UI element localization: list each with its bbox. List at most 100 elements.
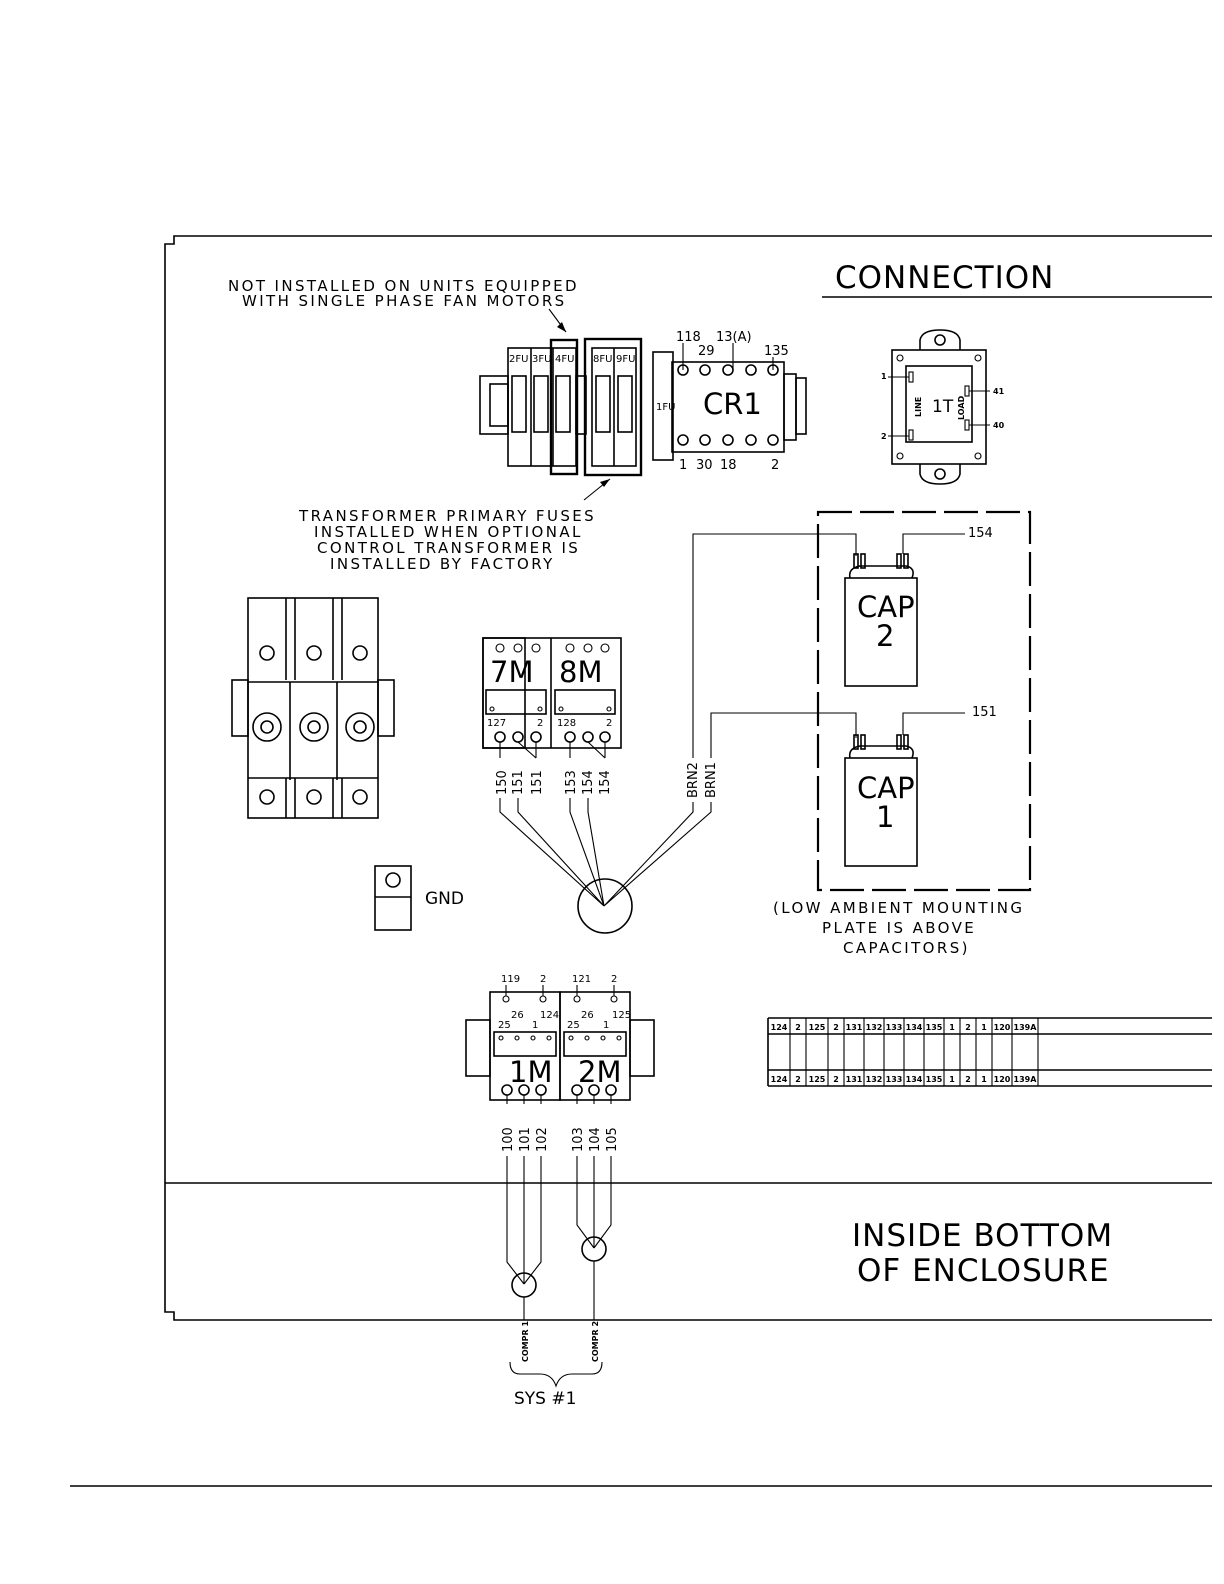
cr1-terminal-118: 118 xyxy=(676,330,701,345)
svg-text:150: 150 xyxy=(495,770,510,795)
svg-text:25: 25 xyxy=(567,1020,580,1031)
1t-pin-2: 2 xyxy=(881,432,887,441)
svg-text:26: 26 xyxy=(581,1010,594,1021)
fuse-label-4fu: 4FU xyxy=(555,354,574,365)
fuse-label-1fu: 1FU xyxy=(656,402,675,413)
1t-pin-40: 40 xyxy=(993,421,1005,430)
svg-text:INSTALLED WHEN OPTIONAL: INSTALLED WHEN OPTIONAL xyxy=(314,523,583,541)
cap1-label-line2: 1 xyxy=(876,800,894,834)
terminal-strip-label: 133 xyxy=(886,1075,903,1084)
svg-text:TRANSFORMER PRIMARY FUSES: TRANSFORMER PRIMARY FUSES xyxy=(298,507,596,525)
fan-wiring xyxy=(499,533,857,934)
cr1-bottom-terminal xyxy=(722,434,734,446)
terminal-strip-label: 134 xyxy=(906,1023,923,1032)
svg-text:153: 153 xyxy=(564,770,579,795)
contactor-8m-label: 8M xyxy=(559,655,602,689)
svg-text:128: 128 xyxy=(557,718,576,729)
cr1-terminal-135: 135 xyxy=(764,344,789,359)
fan-contactor-8m: 8M 128 2 xyxy=(482,637,622,749)
fuse-label-9fu: 9FU xyxy=(616,354,635,365)
terminal-strip-label: 124 xyxy=(771,1023,788,1032)
contactor-1m-label: 1M xyxy=(509,1055,552,1089)
svg-text:103: 103 xyxy=(571,1127,586,1152)
svg-text:2: 2 xyxy=(606,718,612,729)
svg-text:125: 125 xyxy=(612,1010,631,1021)
terminal-strip-label: 132 xyxy=(866,1075,883,1084)
terminal-strip-label: 125 xyxy=(809,1023,826,1032)
contactor-2m-label: 2M xyxy=(578,1055,621,1089)
1t-label: 1T xyxy=(932,397,954,417)
note-not-installed: NOT INSTALLED ON UNITS EQUIPPED WITH SIN… xyxy=(228,277,579,333)
svg-text:PLATE IS ABOVE: PLATE IS ABOVE xyxy=(822,919,976,937)
terminal-strip-label: 131 xyxy=(846,1023,863,1032)
cr1-terminal-1: 1 xyxy=(679,458,687,473)
svg-text:1: 1 xyxy=(532,1020,538,1031)
capacitor-cap1: 151 CAP 1 xyxy=(844,705,997,867)
cr1-top-terminal xyxy=(722,364,734,376)
cr1-label: CR1 xyxy=(703,387,762,421)
1t-load-label: LOAD xyxy=(957,395,966,420)
svg-text:101: 101 xyxy=(518,1127,533,1152)
compressor-wire-labels: 100 101 102 103 104 105 xyxy=(501,1127,620,1152)
fan-wire-labels: 150 151 151 153 154 154 BRN2 BRN1 xyxy=(495,762,719,798)
disconnect-switch xyxy=(231,597,395,819)
terminal-strip-label: 120 xyxy=(994,1075,1011,1084)
svg-text:NOT INSTALLED ON UNITS EQUIPPE: NOT INSTALLED ON UNITS EQUIPPED xyxy=(228,277,579,295)
svg-text:INSTALLED BY FACTORY: INSTALLED BY FACTORY xyxy=(330,555,555,573)
svg-text:25: 25 xyxy=(498,1020,511,1031)
cr1-top-terminal xyxy=(745,364,757,376)
cr1-terminal-30: 30 xyxy=(696,458,713,473)
terminal-strip: 1241242212512522131131132132133133134134… xyxy=(767,1017,1212,1087)
wire-brn1: BRN1 xyxy=(704,762,719,798)
svg-text:104: 104 xyxy=(588,1127,603,1152)
fuse-label-3fu: 3FU xyxy=(532,354,551,365)
1t-line-label: LINE xyxy=(914,397,923,417)
svg-text:2: 2 xyxy=(537,718,543,729)
svg-text:151: 151 xyxy=(530,770,545,795)
system-label: SYS #1 xyxy=(514,1389,576,1409)
terminal-strip-label: 135 xyxy=(926,1075,943,1084)
svg-text:124: 124 xyxy=(540,1010,559,1021)
terminal-strip-label: 139A xyxy=(1014,1023,1038,1032)
relay-cr1: CR1 118 29 13(A) 135 1 30 18 2 xyxy=(671,330,807,473)
terminal-strip-label: 1 xyxy=(981,1075,987,1084)
terminal-strip-label: 131 xyxy=(846,1075,863,1084)
fuse-label-2fu: 2FU xyxy=(509,354,528,365)
svg-text:WITH SINGLE PHASE FAN MOTORS: WITH SINGLE PHASE FAN MOTORS xyxy=(242,292,567,310)
cap2-wire-154: 154 xyxy=(968,526,993,541)
svg-text:(LOW AMBIENT MOUNTING: (LOW AMBIENT MOUNTING xyxy=(773,899,1024,917)
enclosure-outline xyxy=(70,235,1212,1487)
terminal-strip-label: 124 xyxy=(771,1075,788,1084)
contactor-7m-label: 7M xyxy=(490,655,533,689)
compressor-1-label: COMPR 1 xyxy=(521,1321,530,1362)
terminal-strip-label: 1 xyxy=(949,1075,955,1084)
ground-label: GND xyxy=(425,889,464,909)
cr1-top-terminal xyxy=(699,364,711,376)
terminal-strip-label: 133 xyxy=(886,1023,903,1032)
terminal-strip-label: 1 xyxy=(949,1023,955,1032)
svg-text:151: 151 xyxy=(511,770,526,795)
svg-text:26: 26 xyxy=(511,1010,524,1021)
ground-lug: GND xyxy=(374,865,464,931)
bottom-title-line2: OF ENCLOSURE xyxy=(857,1253,1110,1289)
cap2-label-line2: 2 xyxy=(876,619,894,653)
svg-text:154: 154 xyxy=(598,770,613,795)
terminal-strip-label: 120 xyxy=(994,1023,1011,1032)
terminal-strip-label: 135 xyxy=(926,1023,943,1032)
cr1-bottom-terminal xyxy=(699,434,711,446)
cr1-bottom-terminal xyxy=(677,434,689,446)
svg-text:127: 127 xyxy=(487,718,506,729)
svg-text:2: 2 xyxy=(611,974,617,985)
1t-pin-41: 41 xyxy=(993,387,1005,396)
fuse-block: 2FU 3FU 4FU 8FU 9FU 1FU xyxy=(479,337,675,477)
cr1-terminal-2: 2 xyxy=(771,458,779,473)
terminal-strip-label: 2 xyxy=(795,1023,801,1032)
fan-contactor-7m: 7M 127 2 xyxy=(482,637,547,749)
terminal-strip-label: 1 xyxy=(981,1023,987,1032)
terminal-strip-label: 125 xyxy=(809,1075,826,1084)
terminal-strip-label: 134 xyxy=(906,1075,923,1084)
terminal-strip-label: 139A xyxy=(1014,1075,1038,1084)
compressor-wiring: COMPR 1 COMPR 2 SYS #1 xyxy=(506,1095,612,1409)
terminal-strip-label: 132 xyxy=(866,1023,883,1032)
